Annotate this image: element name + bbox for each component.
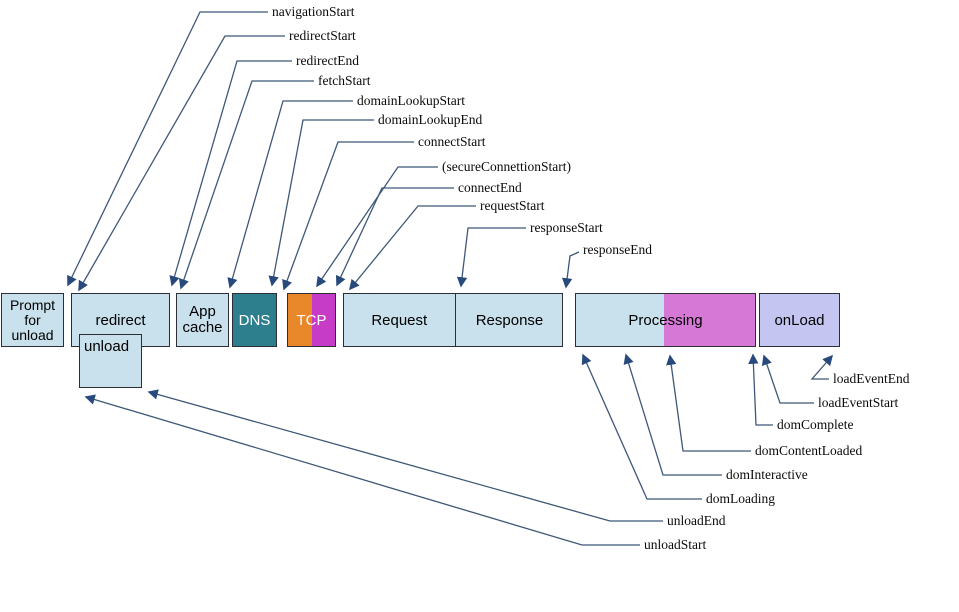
event-label-dom-interactive: domInteractive xyxy=(726,467,808,482)
phase-request: Request xyxy=(371,311,428,329)
line-dom-interactive xyxy=(623,353,722,476)
phase-app-cache: App cache xyxy=(176,293,229,347)
event-label-redirect-end: redirectEnd xyxy=(296,53,359,68)
line-connect-start xyxy=(282,141,414,291)
phase-unload: unload xyxy=(79,334,142,388)
event-label-dom-content-loaded: domContentLoaded xyxy=(755,443,863,458)
line-unload-end xyxy=(147,389,663,522)
event-label-unload-start: unloadStart xyxy=(644,537,707,552)
event-label-request-start: requestStart xyxy=(480,198,545,213)
phase-processing: Processing xyxy=(575,293,756,347)
event-label-load-event-end: loadEventEnd xyxy=(833,371,910,386)
event-label-redirect-start: redirectStart xyxy=(289,28,356,43)
line-fetch-start xyxy=(178,80,314,290)
line-dom-content-loaded xyxy=(666,354,751,452)
line-connect-end xyxy=(336,187,454,287)
line-request-start xyxy=(349,205,476,291)
event-label-navigation-start: navigationStart xyxy=(272,4,355,19)
phase-tcp-label: TCP xyxy=(296,311,327,329)
phase-processing-label: Processing xyxy=(628,311,703,329)
event-label-connect-start: connectStart xyxy=(418,134,486,149)
line-response-end xyxy=(561,251,580,289)
event-label-response-start: responseStart xyxy=(530,220,603,235)
line-redirect-start xyxy=(78,35,285,292)
phase-prompt-for-unload: Prompt for unload xyxy=(1,293,64,347)
event-label-secure-connection-start: (secureConnettionStart) xyxy=(442,159,571,174)
phase-request-response: Request Response xyxy=(343,293,563,347)
event-label-domain-lookup-end: domainLookupEnd xyxy=(378,112,483,127)
event-label-fetch-start: fetchStart xyxy=(318,73,371,88)
event-label-unload-end: unloadEnd xyxy=(667,513,726,528)
phase-onload: onLoad xyxy=(759,293,840,347)
line-dom-complete xyxy=(748,353,773,426)
line-domain-lookup-end xyxy=(268,119,374,287)
event-label-connect-end: connectEnd xyxy=(458,180,522,195)
tcp-secure-segment xyxy=(312,294,335,346)
line-unload-start xyxy=(84,394,640,546)
event-label-response-end: responseEnd xyxy=(583,242,652,257)
event-label-dom-loading: domLoading xyxy=(706,491,775,506)
event-label-load-event-start: loadEventStart xyxy=(818,395,899,410)
line-navigation-start xyxy=(67,11,268,287)
line-dom-loading xyxy=(581,353,702,500)
line-load-event-start xyxy=(761,354,814,404)
event-label-dom-complete: domComplete xyxy=(777,417,854,432)
phase-response: Response xyxy=(455,294,563,346)
line-load-event-end xyxy=(810,354,834,380)
line-secure-connection-start xyxy=(316,166,438,288)
processing-magenta-segment xyxy=(664,294,755,346)
line-redirect-end xyxy=(169,60,292,287)
line-domain-lookup-start xyxy=(227,100,353,289)
phase-dns: DNS xyxy=(232,293,277,347)
event-label-domain-lookup-start: domainLookupStart xyxy=(357,93,465,108)
phase-tcp: TCP xyxy=(287,293,336,347)
line-response-start xyxy=(456,227,526,288)
